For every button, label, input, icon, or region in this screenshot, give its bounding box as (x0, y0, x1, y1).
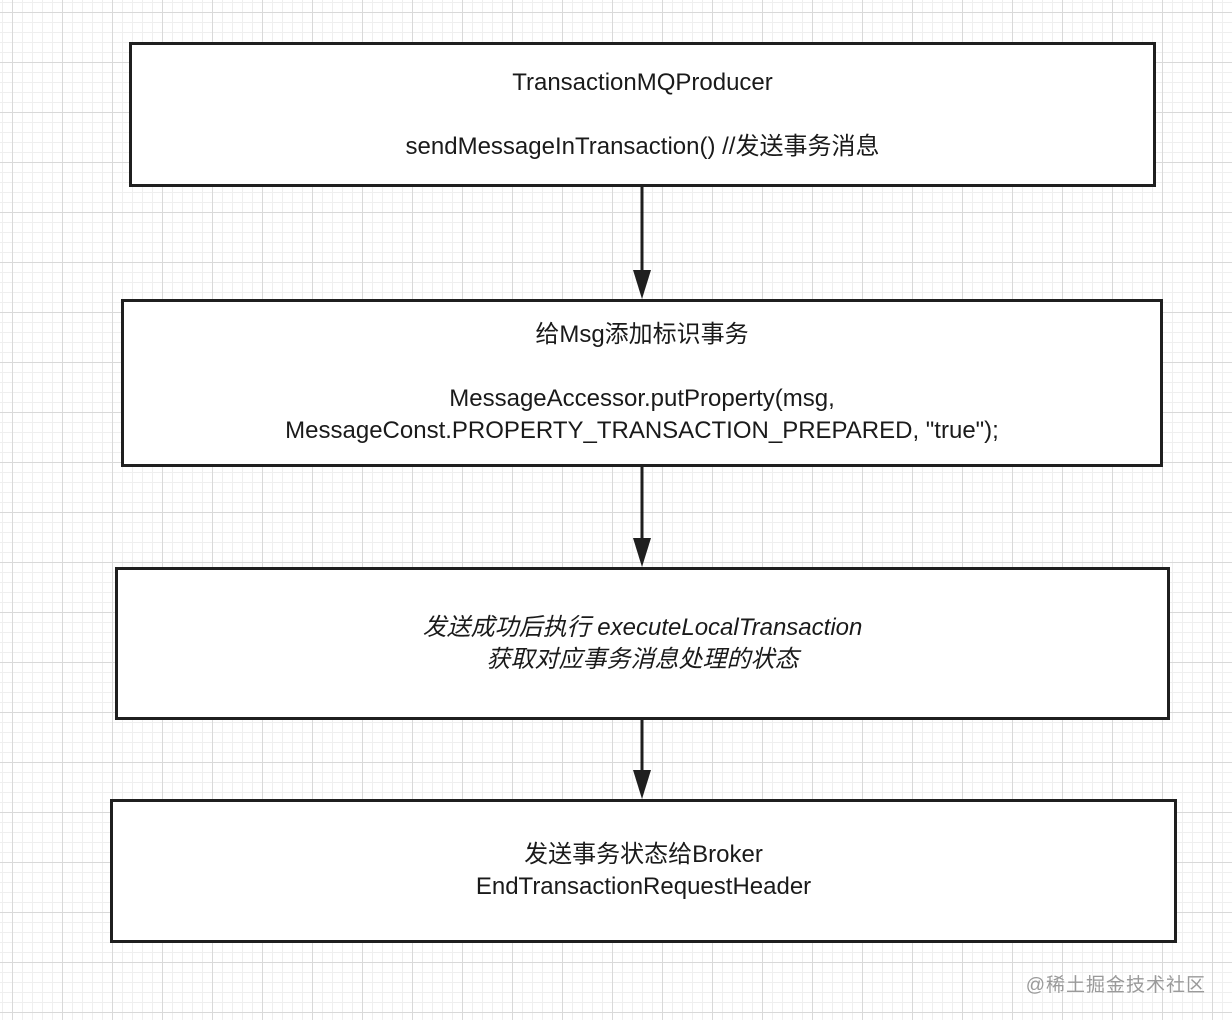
mark-code-line1: MessageAccessor.putProperty(msg, (449, 385, 835, 412)
broker-line1: 发送事务状态给Broker (524, 841, 763, 868)
producer-box: TransactionMQProducer sendMessageInTrans… (129, 42, 1156, 187)
execute-line1: 发送成功后执行 executeLocalTransaction (422, 613, 863, 641)
arrow-mark-to-execute (633, 467, 651, 567)
execute-line2: 获取对应事务消息处理的状态 (486, 645, 799, 673)
mark-transaction-box: 给Msg添加标识事务 MessageAccessor.putProperty(m… (121, 299, 1163, 467)
mark-code-line2: MessageConst.PROPERTY_TRANSACTION_PREPAR… (285, 417, 999, 444)
execute-local-transaction-box: 发送成功后执行 executeLocalTransaction 获取对应事务消息… (115, 567, 1170, 720)
producer-title: TransactionMQProducer (512, 68, 773, 96)
watermark: @稀土掘金技术社区 (1025, 975, 1206, 996)
arrow-execute-to-broker (633, 720, 651, 799)
send-to-broker-box: 发送事务状态给Broker EndTransactionRequestHeade… (110, 799, 1177, 943)
mark-title: 给Msg添加标识事务 (535, 321, 749, 348)
broker-line2: EndTransactionRequestHeader (475, 873, 812, 900)
arrow-producer-to-mark (633, 187, 651, 299)
producer-method: sendMessageInTransaction() //发送事务消息 (405, 132, 880, 160)
